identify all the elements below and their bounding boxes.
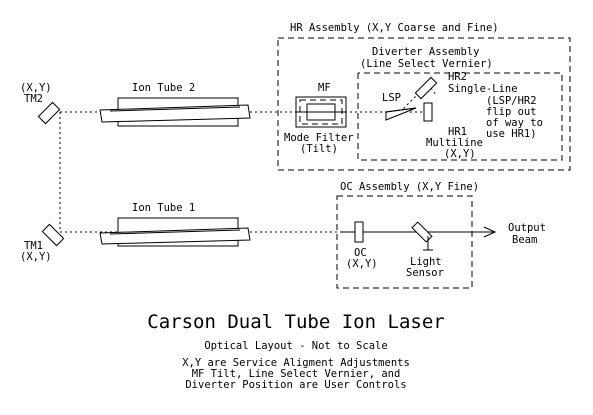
mode-filter [295, 96, 347, 128]
output-arrow-icon [483, 226, 497, 238]
light-label: Light [410, 256, 442, 268]
hr1-label: HR1 [448, 126, 467, 138]
lsp-label: LSP [382, 92, 401, 104]
diagram-title: Carson Dual Tube Ion Laser [147, 311, 444, 333]
note-line-1: X,Y are Service Aligment Adjustments [182, 357, 410, 369]
lsp-hr2-note-2: flip out [486, 106, 537, 118]
ion-tube-2 [99, 97, 251, 127]
lsp-edge [385, 107, 417, 113]
note-line-3: Diverter Position are User Controls [185, 379, 406, 391]
ion-tube-1-label: Ion Tube 1 [132, 202, 195, 214]
sensor-label: Sensor [406, 267, 444, 279]
oc-label: OC [354, 247, 367, 259]
tm1-xy-label: (X,Y) [20, 251, 52, 263]
ion-tube-2-label: Ion Tube 2 [132, 82, 195, 94]
line-select-vernier-label: (Line Select Vernier) [360, 58, 493, 70]
hr2-label: HR2 [448, 71, 467, 83]
tm2-label: TM2 [24, 93, 43, 105]
hr2-mirror [414, 76, 438, 100]
tilt-label: (Tilt) [300, 143, 338, 155]
oc-mirror [354, 221, 364, 243]
hr-assembly-box [277, 37, 571, 171]
ion-tube-1 [99, 217, 251, 247]
lsp-hr2-note-3: of way to [486, 117, 543, 129]
output-label: Output [508, 222, 546, 234]
tm1-mirror [41, 223, 65, 247]
tm1-label: TM1 [24, 240, 43, 252]
oc-assembly-label: OC Assembly (X,Y Fine) [340, 181, 479, 193]
oc-xy-label: (X,Y) [346, 258, 378, 270]
hr1-xy-label: (X,Y) [444, 148, 476, 160]
beam-label: Beam [512, 234, 537, 246]
oc-assembly-box [336, 195, 473, 289]
lsp-hr2-note-1: (LSP/HR2 [486, 95, 537, 107]
hr-assembly-label: HR Assembly (X,Y Coarse and Fine) [290, 22, 499, 34]
diverter-assembly-label: Diverter Assembly [372, 46, 479, 58]
diverter-beam-path [399, 83, 429, 113]
tm2-mirror [37, 101, 61, 125]
single-line-label: Single-Line [448, 83, 518, 95]
pickoff-window [411, 221, 433, 243]
tm2-xy-label: (X,Y) [20, 82, 52, 94]
hr1-mirror [423, 102, 433, 122]
diagram-subtitle: Optical Layout - Not to Scale [204, 340, 387, 352]
diverter-assembly-box [357, 72, 563, 161]
mf-label: MF [318, 82, 331, 94]
mode-filter-label: Mode Filter [284, 132, 354, 144]
multiline-label: Multiline [426, 137, 483, 149]
note-line-2: MF Tilt, Line Select Vernier, and [192, 368, 401, 380]
lsp-hr2-note-4: use HR1) [486, 128, 537, 140]
